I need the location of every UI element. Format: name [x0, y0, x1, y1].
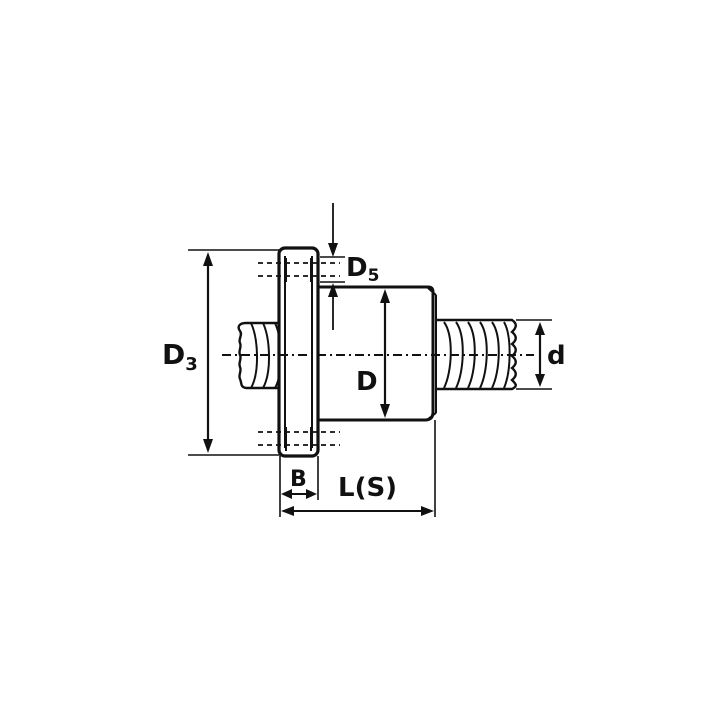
mounting-holes: [258, 262, 340, 446]
b-dimension: [279, 456, 319, 517]
d-screw-dimension: [516, 319, 552, 390]
b-label: B: [290, 467, 307, 492]
d3-dimension: [188, 249, 280, 456]
d-body-dimension: [380, 289, 390, 418]
hole-centerlines: [285, 258, 312, 451]
flange: [277, 246, 320, 458]
d5-dimension: [320, 203, 345, 330]
l-dimension: [281, 420, 436, 517]
d-screw-label: d: [547, 341, 566, 371]
d3-label: D3: [162, 338, 198, 375]
l-label: L(S): [338, 473, 397, 503]
d-body-label: D: [356, 367, 378, 397]
d5-label: D5: [346, 253, 379, 286]
nut-body: [316, 285, 437, 422]
